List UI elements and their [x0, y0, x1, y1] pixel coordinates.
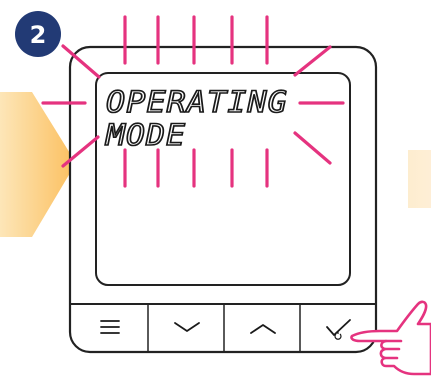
lcd-line-1: OPERATING — [106, 85, 288, 119]
right-arrow-shape — [408, 150, 431, 208]
up-button[interactable] — [225, 306, 299, 350]
step-number: 2 — [30, 21, 47, 49]
menu-button[interactable] — [72, 306, 147, 350]
down-button[interactable] — [149, 306, 223, 350]
lcd-line-2: MODE — [105, 118, 186, 152]
confirm-button[interactable] — [301, 306, 375, 350]
